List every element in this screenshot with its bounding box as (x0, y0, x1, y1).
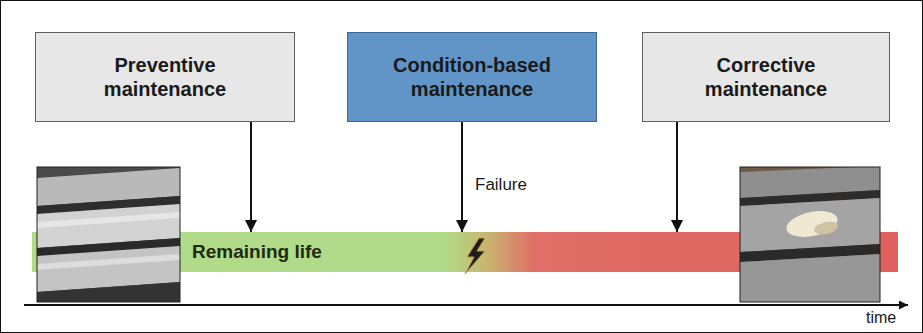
box-title: Preventive maintenance (78, 53, 253, 101)
box-title: Corrective maintenance (679, 53, 854, 101)
photo-border (740, 167, 880, 302)
gear-tooth-flank (740, 254, 880, 302)
gear-tooth-gap (37, 196, 180, 214)
gear-highlight (37, 254, 180, 270)
arrow-connector (676, 122, 678, 232)
gear-highlight (37, 212, 180, 228)
maintenance-strategy-box: Preventive maintenance (35, 32, 295, 122)
photo-ground (37, 167, 180, 302)
photo-border (37, 167, 180, 302)
gear-tooth-flank (37, 204, 180, 248)
gear-photo-intact (37, 167, 180, 302)
photo-ground (740, 167, 880, 302)
band-label: Remaining life (192, 241, 322, 263)
box-title: Condition-based maintenance (385, 53, 560, 101)
life-band: Remaining life (32, 232, 898, 272)
gear-tooth-flank (740, 167, 880, 198)
gear-tooth-flank (740, 198, 880, 252)
gear-tooth-gap (37, 282, 180, 302)
gear-tooth-gap (740, 190, 880, 206)
time-axis (24, 304, 908, 306)
axis-label: time (866, 309, 896, 327)
pitting-damage (813, 220, 839, 237)
gear-tooth-gap (37, 238, 180, 256)
maintenance-strategy-box: Condition-based maintenance (347, 32, 597, 122)
failure-bolt (465, 238, 485, 274)
maintenance-strategy-box: Corrective maintenance (642, 32, 890, 122)
gear-tooth-gap (740, 244, 880, 262)
arrow-connector (461, 122, 463, 232)
gear-tooth-flank (37, 246, 180, 292)
failure-label: Failure (475, 175, 527, 195)
arrow-connector (250, 122, 252, 232)
pitting-damage (784, 207, 840, 241)
gear-photo-damaged (740, 167, 880, 302)
gear-tooth-flank (37, 168, 180, 206)
